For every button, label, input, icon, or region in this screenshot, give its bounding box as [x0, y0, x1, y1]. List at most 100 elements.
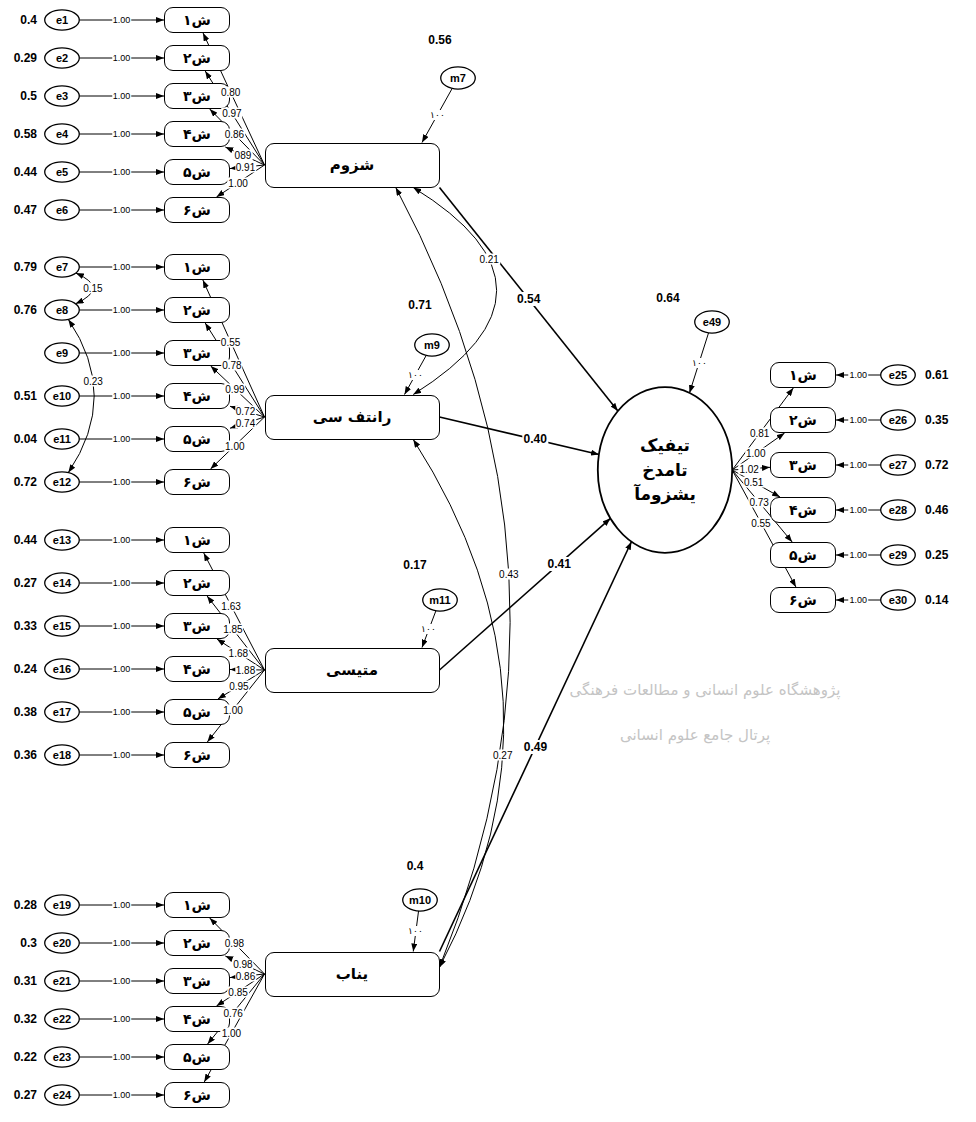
variance-value: 0.22: [13, 1050, 38, 1064]
variance-value: 0.3: [19, 936, 38, 950]
node-text: e1: [56, 14, 68, 26]
node-text: ش۲: [183, 935, 211, 951]
node-text: ش۵: [183, 1049, 211, 1065]
path-coefficient: 1.00: [849, 460, 869, 470]
node-text: e23: [53, 1051, 71, 1063]
error-term: e19: [44, 894, 80, 916]
error-term: e18: [44, 744, 80, 766]
node-text: e12: [53, 476, 71, 488]
path-arrow: [440, 542, 632, 952]
path-coefficient: 1.00: [112, 205, 132, 215]
path-coefficient: 1.00: [227, 177, 248, 188]
node-text: e49: [703, 316, 721, 328]
error-term: e7: [44, 256, 80, 278]
path-coefficient: 1.00: [112, 477, 132, 487]
path-arrow: [440, 188, 618, 411]
covariance-arrow: [396, 188, 510, 968]
indicator-box: ش۶: [164, 469, 230, 495]
variance-value: 0.76: [13, 303, 38, 317]
path-coefficient: 1.00: [849, 550, 869, 560]
variance-value: 0.31: [13, 974, 38, 988]
node-text: ش۵: [183, 164, 211, 180]
path-coefficient: 1.00: [112, 664, 132, 674]
variance-value: 0.36: [13, 748, 38, 762]
indicator-box: ش۳: [164, 968, 230, 994]
path-coefficient: 1.63: [220, 600, 241, 611]
node-text: ش۲: [183, 302, 211, 318]
node-text: ش۳: [183, 88, 211, 104]
path-coefficient: 1.00: [112, 938, 132, 948]
indicator-box: ش۲: [770, 407, 836, 433]
path-coefficient: 0.98: [232, 959, 253, 970]
path-coefficient: 0.76: [222, 1007, 243, 1018]
node-text: e20: [53, 937, 71, 949]
path-arrow: [422, 88, 452, 142]
path-arrow: [230, 406, 265, 417]
latent-ellipse: تیفیک تامدخ یشزومآ: [595, 380, 735, 560]
error-term: e28: [880, 499, 916, 521]
path-coefficient: 1.00: [112, 621, 132, 631]
indicator-box: ش۴: [770, 497, 836, 523]
node-text: e3: [56, 90, 68, 102]
path-coefficient: 1.00: [112, 15, 132, 25]
indicator-box: ش۱: [164, 527, 230, 553]
path-coefficient: 0.55: [220, 336, 241, 347]
path-coefficient: 1.00: [112, 535, 132, 545]
path-coefficient: 089: [234, 150, 253, 161]
variance-value: 0.44: [13, 533, 38, 547]
variance-value: 0.72: [13, 475, 38, 489]
node-text: ش۶: [183, 474, 211, 490]
node-text: تیفیک تامدخ یشزومآ: [622, 433, 708, 507]
error-term: e5: [44, 161, 80, 183]
error-term: e16: [44, 658, 80, 680]
path-coefficient: 0.98: [224, 938, 245, 949]
path-coefficient: ۱۰۰: [407, 370, 424, 380]
path-coefficient: 0.72: [235, 406, 256, 417]
node-text: ش۱: [183, 532, 211, 548]
variance-value: 0.28: [13, 898, 38, 912]
variance-value: 0.29: [13, 51, 38, 65]
path-coefficient: 0.43: [498, 568, 519, 579]
error-term: e14: [44, 572, 80, 594]
error-term: e27: [880, 454, 916, 476]
indicator-box: ش۵: [164, 1044, 230, 1070]
node-text: یناب: [336, 965, 368, 983]
error-term: e12: [44, 471, 80, 493]
node-text: ش۴: [183, 1011, 211, 1027]
node-text: e29: [889, 549, 907, 561]
variance-value: 0.04: [13, 432, 38, 446]
path-arrow: [732, 470, 796, 587]
path-coefficient: 1.00: [224, 440, 245, 451]
node-text: m10: [409, 894, 431, 906]
error-term: m7: [440, 66, 476, 90]
path-coefficient: 0.51: [743, 477, 764, 488]
path-coefficient: 1.00: [112, 900, 132, 910]
indicator-box: ش۶: [164, 1082, 230, 1108]
node-text: ش۴: [183, 126, 211, 142]
node-text: ش۶: [183, 747, 211, 763]
indicator-box: ش۵: [164, 159, 230, 185]
node-text: e24: [53, 1089, 71, 1101]
node-text: e19: [53, 899, 71, 911]
error-term: e17: [44, 701, 80, 723]
node-text: ش۵: [183, 431, 211, 447]
path-coefficient: 1.85: [222, 624, 243, 635]
node-text: e9: [56, 347, 68, 359]
variance-value: 0.46: [924, 503, 949, 517]
node-text: e25: [889, 369, 907, 381]
indicator-box: ش۱: [164, 892, 230, 918]
node-text: e15: [53, 620, 71, 632]
node-text: e5: [56, 166, 68, 178]
path-coefficient: 1.00: [112, 129, 132, 139]
node-text: ش۴: [183, 661, 211, 677]
indicator-box: ش۳: [770, 452, 836, 478]
path-coefficient: 1.00: [112, 167, 132, 177]
path-coefficient: ۱۰۰: [429, 110, 446, 120]
path-coefficient: 0.80: [220, 87, 241, 98]
path-coefficient: 1.00: [112, 53, 132, 63]
node-text: e26: [889, 414, 907, 426]
variance-value: 0.51: [13, 389, 38, 403]
path-coefficient: 0.49: [523, 740, 548, 754]
node-text: ش۲: [789, 412, 817, 428]
